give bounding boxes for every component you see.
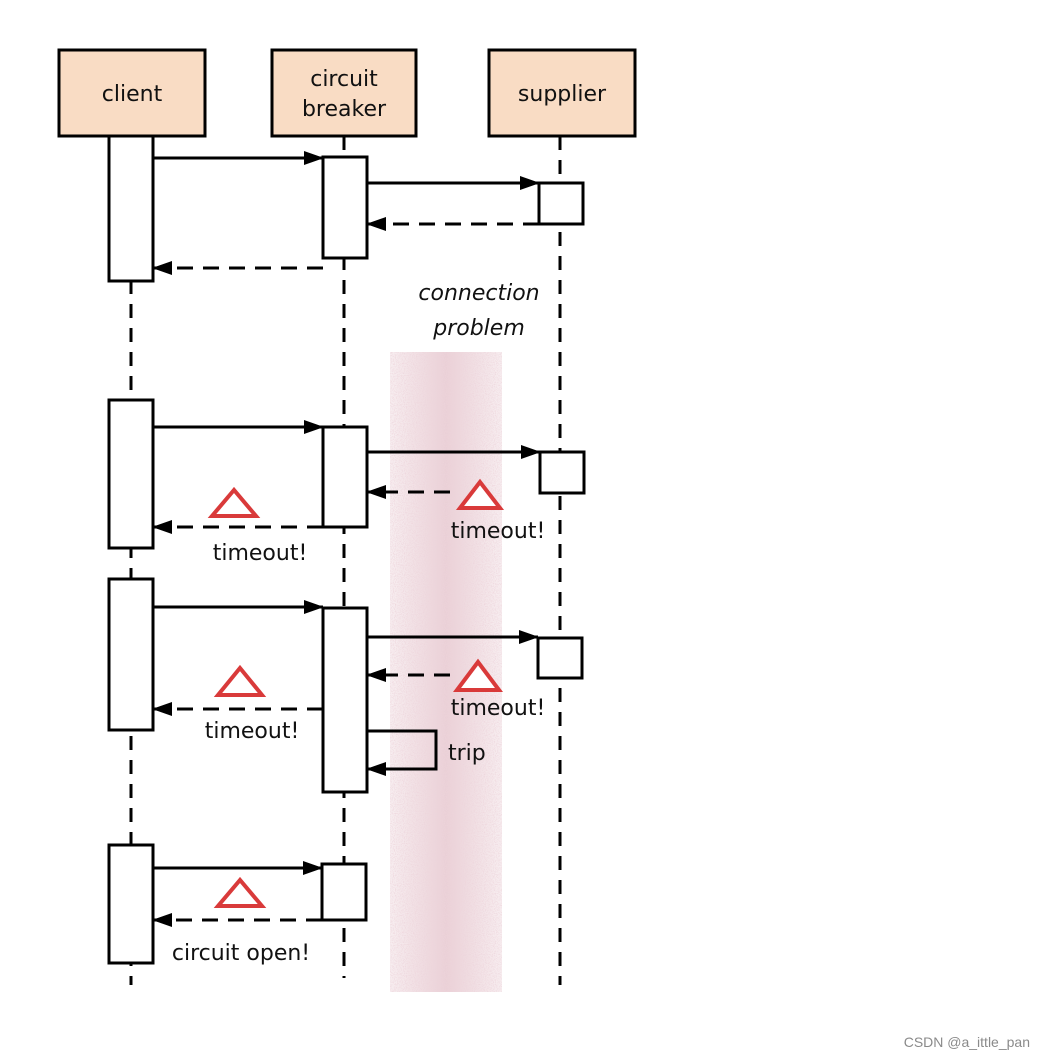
client-activation-2 [107,398,155,550]
client-actor: client [57,48,207,138]
supplier-activation-1 [537,181,585,226]
supplier-activation-2 [538,450,586,495]
circuit-open-label: circuit open! [172,941,310,966]
client-activation-4 [107,843,155,965]
warning-triangle-icon [213,876,267,908]
timeout-label-client-2: timeout! [205,719,300,744]
watermark: CSDN @a_ittle_pan [903,1034,1030,1050]
warning-triangle-icon [213,664,267,697]
warning-triangle-icon [455,478,505,510]
trip-self-arrow [366,729,438,776]
breaker-actor-label-line1: circuit [310,67,378,92]
client-activation-1 [107,134,155,283]
timeout-label-supplier-1: timeout! [451,519,546,544]
connection-problem-label-line1: connection [418,281,539,306]
supplier-activation-3 [536,636,584,680]
breaker-activation-3 [321,606,369,794]
client-actor-label: client [102,82,163,107]
breaker-activation-4 [320,862,368,922]
supplier-actor: supplier [487,48,637,138]
warning-triangle-icon [207,486,261,518]
breaker-actor-label-line2: breaker [302,97,387,122]
breaker-actor: circuit breaker [270,48,418,138]
timeout-label-client-1: timeout! [213,541,308,566]
timeout-label-supplier-2: timeout! [451,696,546,721]
breaker-activation-1 [321,155,369,260]
client-activation-3 [107,577,155,732]
connection-problem-label-line2: problem [432,316,525,341]
warning-triangle-icon [453,658,503,692]
breaker-activation-2 [321,425,369,529]
supplier-actor-label: supplier [518,82,607,107]
trip-label: trip [448,741,486,766]
